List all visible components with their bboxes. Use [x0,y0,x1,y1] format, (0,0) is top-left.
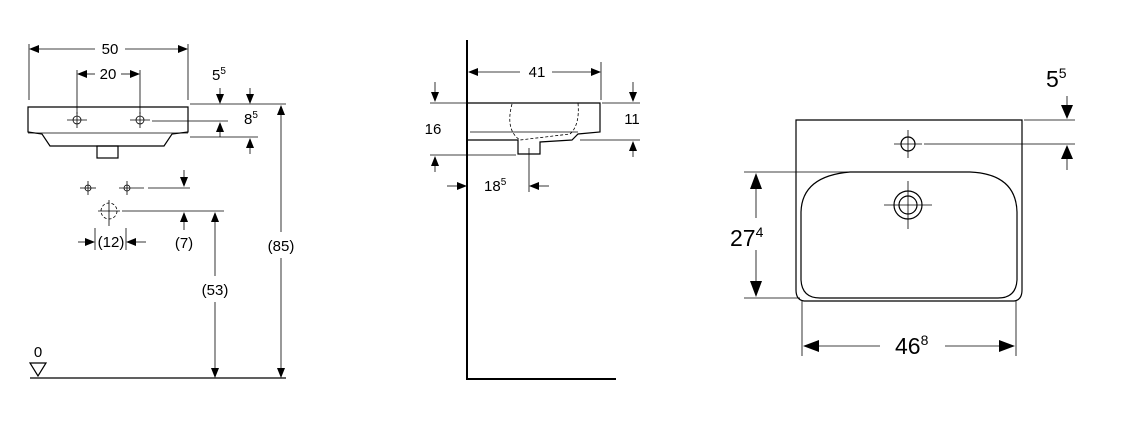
side-view: 41 16 11 185 [425,40,640,380]
tap-hole-lower-left-icon [80,181,96,195]
drain-outlet [96,145,119,159]
tap-hole-right-icon [130,112,150,128]
tap-hole-left-icon [67,112,87,128]
floor-level-marker-icon [28,362,48,378]
dim-rim-height: (85) [268,238,295,255]
tap-hole-top-icon [894,130,922,158]
basin-bowl-outline [800,171,1018,299]
dim-tap-offset: 55 [1046,65,1067,92]
basin-bowl-hidden [509,102,579,141]
dim-back-height: 11 [624,111,640,128]
basin-side-outline [468,102,601,155]
dim-bowl-width: 468 [895,332,929,359]
basin-front-outline [27,106,189,147]
dim-width-total: 50 [102,41,119,58]
waste-top-icon [884,181,932,229]
floor-level-label: 0 [34,344,42,361]
dim-bowl-depth: 274 [730,224,764,251]
dim-drain-height: (53) [202,282,229,299]
waste-centre-icon [98,200,120,226]
dim-tap-spacing: 20 [100,66,117,83]
basin-top-outline [795,119,1023,302]
dim-rim-thickness: 85 [244,110,258,128]
dim-rim-offset: 55 [212,66,226,84]
dim-offset-paren: (7) [175,235,193,252]
dim-front-height: 16 [425,121,442,138]
front-view: 50 20 55 85 [27,41,295,379]
dim-tap-spacing-paren: (12) [98,234,125,251]
dim-depth: 41 [529,64,546,81]
top-view: 55 274 468 [730,65,1075,359]
tap-hole-lower-right-icon [119,181,144,195]
dim-drain-offset: 185 [484,177,507,195]
